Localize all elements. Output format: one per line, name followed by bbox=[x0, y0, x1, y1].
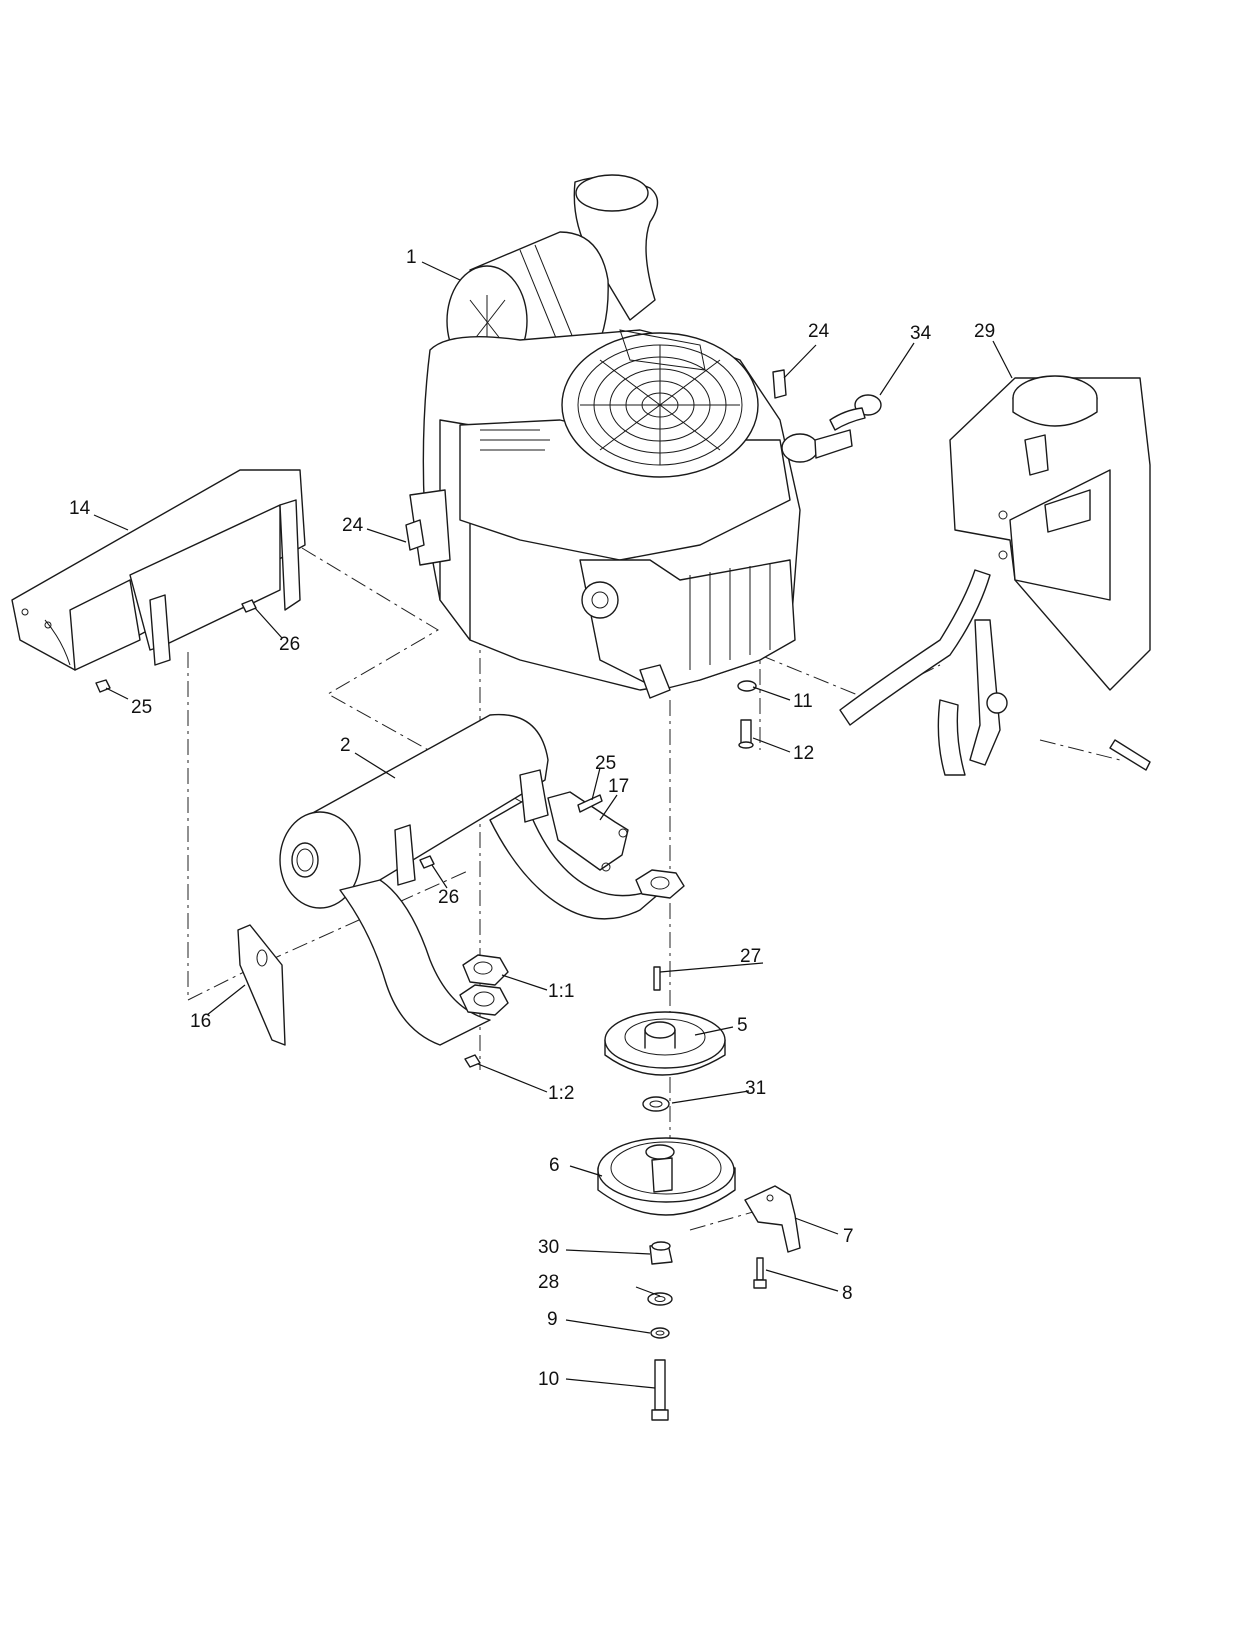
callout-2: 2 bbox=[340, 735, 351, 756]
pulley bbox=[604, 1011, 726, 1076]
spacer-31 bbox=[642, 1096, 670, 1112]
leader-lines bbox=[93, 261, 1013, 1389]
callout-26-upper: 26 bbox=[279, 634, 300, 655]
callout-11: 11 bbox=[793, 691, 813, 712]
callout-17: 17 bbox=[608, 776, 629, 797]
callout-16: 16 bbox=[190, 1011, 211, 1032]
heat-shield bbox=[11, 469, 306, 671]
callout-10: 10 bbox=[538, 1369, 559, 1390]
callout-31: 31 bbox=[745, 1078, 766, 1099]
muffler bbox=[279, 713, 676, 1046]
callout-30: 30 bbox=[538, 1237, 559, 1258]
callout-labels: 1 2 5 6 7 8 9 10 11 12 14 16 17 24 24 25… bbox=[69, 247, 995, 1390]
callout-24-top: 24 bbox=[808, 321, 830, 342]
exhaust-gaskets bbox=[459, 869, 685, 1068]
electric-clutch bbox=[597, 1137, 736, 1216]
callout-9: 9 bbox=[547, 1309, 558, 1330]
callout-27: 27 bbox=[740, 946, 761, 967]
muffler-bracket-16 bbox=[237, 924, 286, 1046]
callout-26-lower: 26 bbox=[438, 887, 459, 908]
callout-29: 29 bbox=[974, 321, 995, 342]
callout-5: 5 bbox=[737, 1015, 748, 1036]
callout-1: 1 bbox=[406, 247, 417, 268]
callout-34: 34 bbox=[910, 323, 932, 344]
hose-clamps bbox=[405, 369, 787, 551]
fuel-tank bbox=[839, 375, 1151, 776]
callout-8: 8 bbox=[842, 1283, 853, 1304]
callout-24-left: 24 bbox=[342, 515, 364, 536]
callout-25-upper: 25 bbox=[595, 753, 616, 774]
muffler-bracket-17 bbox=[547, 791, 629, 872]
callout-1-1: 1:1 bbox=[548, 981, 574, 1002]
clutch-hardware bbox=[647, 1241, 767, 1421]
callout-14: 14 bbox=[69, 498, 91, 519]
callout-12: 12 bbox=[793, 743, 814, 764]
callout-25-lower: 25 bbox=[131, 697, 152, 718]
fuel-filter bbox=[781, 394, 882, 463]
clutch-bracket bbox=[744, 1185, 801, 1253]
callout-28: 28 bbox=[538, 1272, 559, 1293]
callout-6: 6 bbox=[549, 1155, 560, 1176]
engine-assembly bbox=[409, 174, 801, 699]
callout-7: 7 bbox=[843, 1226, 854, 1247]
hardware bbox=[95, 599, 757, 991]
callout-1-2: 1:2 bbox=[548, 1083, 574, 1104]
